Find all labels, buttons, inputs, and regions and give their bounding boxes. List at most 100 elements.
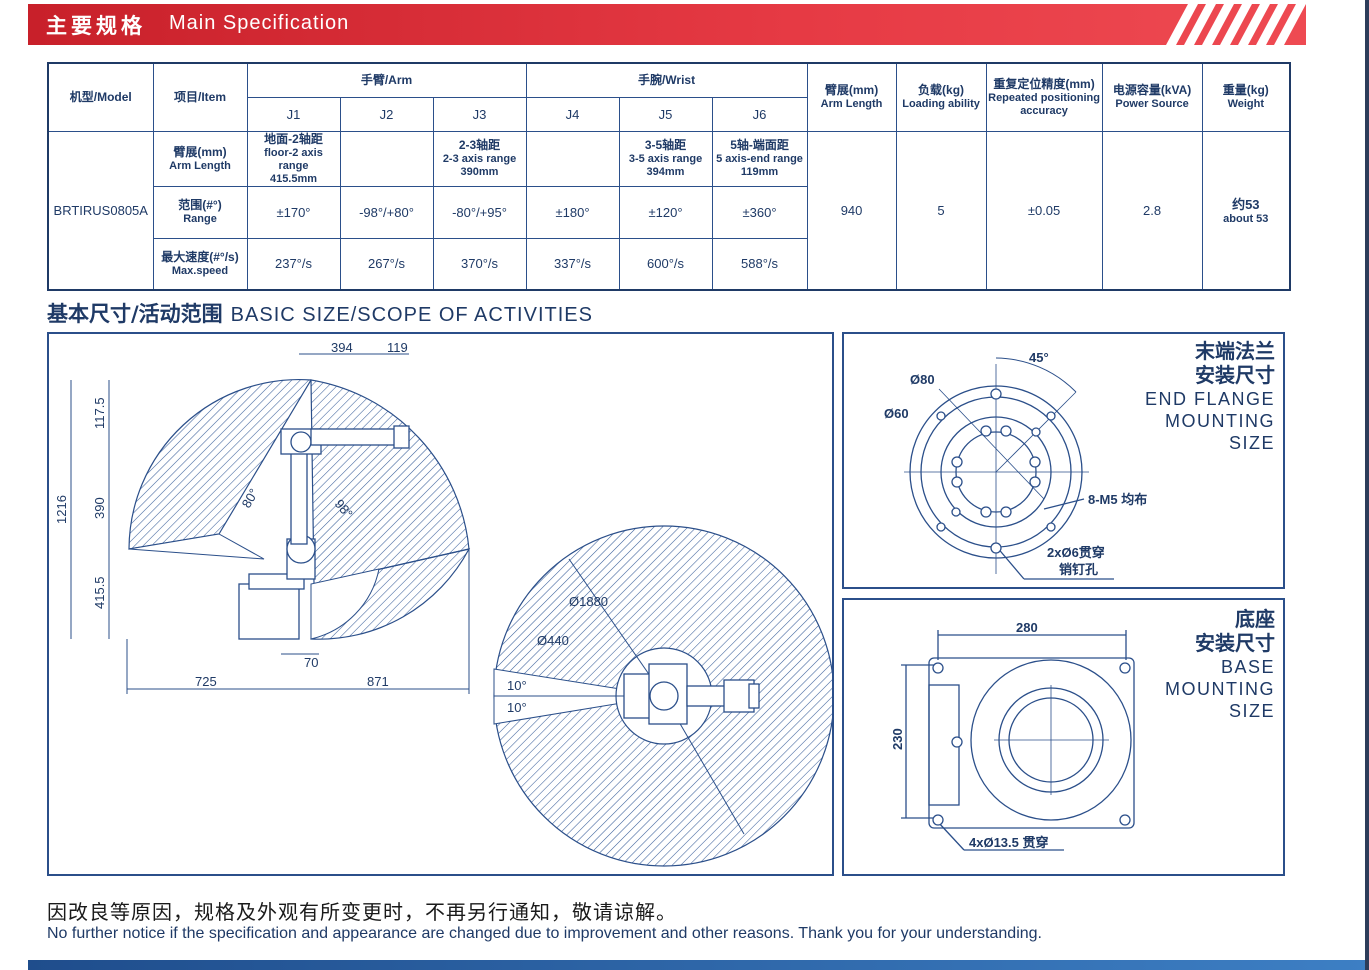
dim-394: 394 (331, 340, 353, 355)
arm-j3-en: 2-3 axis range (442, 153, 517, 165)
col-repeat-en2: accuracy (1020, 104, 1068, 117)
base-mounting-drawing: 280 230 4xØ13.5 贯穿 (890, 620, 1135, 851)
arm-j5-zh: 3-5轴距 (644, 138, 687, 152)
right-edge-bar (1365, 0, 1369, 970)
spec-table: 机型/Model 项目/Item 手臂/Arm 手腕/Wrist 臂展(mm)A… (47, 62, 1292, 291)
m5-holes-label: 8-M5 均布 (1088, 492, 1147, 507)
base-title-en1: BASE (1220, 657, 1275, 677)
notice-en: No further notice if the specification a… (47, 925, 1042, 942)
bottom-bar (28, 960, 1369, 970)
arm-j1-en: floor-2 axis range (264, 146, 323, 172)
repeat-value: ±0.05 (985, 130, 1103, 291)
end-flange-panel: 45° Ø80 Ø60 8-M5 均布 2xØ6贯穿 销钉孔 末端法兰 安装尺寸… (842, 332, 1285, 589)
flange-title-en2: MOUNTING (1165, 411, 1275, 431)
dim-230: 230 (890, 728, 905, 750)
base-holes-label: 4xØ13.5 贯穿 (969, 835, 1049, 850)
side-view-envelope (128, 378, 471, 640)
col-power-zh: 电源容量(kVA) (1112, 83, 1192, 98)
col-arm-length-zh: 臂展(mm) (824, 83, 879, 98)
joint-j2: J2 (339, 96, 434, 132)
speed-j3: 370°/s (432, 237, 527, 291)
pin-holes-label-2: 销钉孔 (1059, 562, 1098, 577)
scope-drawing: 394 119 117.5 1216 390 415.5 725 871 70 … (54, 340, 832, 867)
flange-title-zh1: 末端法兰 (1195, 341, 1275, 363)
row-range-label: 范围(#°)Range (152, 185, 248, 239)
arm-j3-v: 390mm (460, 166, 499, 178)
col-arm-length: 臂展(mm)Arm Length (806, 62, 897, 132)
dim-280: 280 (1016, 620, 1038, 635)
dim-1216: 1216 (54, 495, 69, 524)
col-loading: 负载(kg)Loading ability (895, 62, 987, 132)
range-j2: -98°/+80° (339, 185, 434, 239)
row-speed-zh: 最大速度(#°/s) (161, 249, 239, 264)
base-title: 底座 安装尺寸 BASE MOUNTING SIZE (1165, 608, 1275, 722)
group-wrist: 手腕/Wrist (525, 62, 808, 98)
base-title-en2: MOUNTING (1165, 679, 1275, 699)
row-arm-en: Arm Length (169, 159, 231, 172)
arm-j1-v: 415.5mm (269, 172, 318, 185)
section-title-zh: 基本尺寸/活动范围 (47, 302, 223, 326)
dim-725: 725 (195, 674, 217, 689)
arm-j5-en: 3-5 axis range (628, 153, 703, 165)
base-title-zh2: 安装尺寸 (1195, 633, 1275, 655)
arm-length-value: 940 (806, 130, 897, 291)
arm-j6-en: 5 axis-end range (716, 153, 803, 165)
angle-45: 45° (1029, 350, 1049, 365)
row-arm-label: 臂展(mm)Arm Length (152, 130, 248, 187)
base-outline (901, 630, 1135, 851)
notice-zh: 因改良等原因，规格及外观有所变更时，不再另行通知，敬请谅解。 (47, 900, 677, 924)
col-model: 机型/Model (47, 62, 154, 132)
arm-j6-zh: 5轴-端面距 (730, 138, 789, 152)
dim-dia-60: Ø60 (884, 406, 909, 421)
col-power: 电源容量(kVA)Power Source (1101, 62, 1203, 132)
dim-70: 70 (304, 655, 318, 670)
col-repeat-zh: 重复定位精度(mm) (993, 76, 1095, 91)
speed-j5: 600°/s (618, 237, 713, 291)
dim-119: 119 (387, 340, 408, 355)
range-j4: ±180° (525, 185, 620, 239)
pin-holes-label-1: 2xØ6贯穿 (1047, 545, 1105, 560)
loading-value: 5 (895, 130, 987, 291)
base-holes (932, 662, 1131, 826)
arm-j2 (339, 130, 434, 187)
weight-value-en: about 53 (1223, 213, 1269, 226)
base-title-en3: SIZE (1228, 701, 1275, 721)
dim-390: 390 (92, 497, 107, 519)
dim-dia-440: Ø440 (537, 633, 569, 648)
arm-j4 (525, 130, 620, 187)
power-value: 2.8 (1101, 130, 1203, 291)
range-j5: ±120° (618, 185, 713, 239)
dim-dia-1880: Ø1880 (569, 594, 608, 609)
dim-dia-80: Ø80 (910, 372, 935, 387)
flange-title: 末端法兰 安装尺寸 END FLANGE MOUNTING SIZE (1145, 340, 1275, 454)
speed-j6: 588°/s (711, 237, 808, 291)
row-range-zh: 范围(#°) (178, 198, 222, 212)
row-arm-zh: 臂展(mm) (173, 144, 227, 159)
speed-j2: 267°/s (339, 237, 434, 291)
group-arm: 手臂/Arm (246, 62, 527, 98)
model-name: BRTIRUS0805A (47, 130, 154, 291)
angle-10-top: 10° (507, 678, 527, 693)
range-j1: ±170° (246, 185, 341, 239)
flange-title-en3: SIZE (1228, 433, 1275, 453)
row-speed-en: Max.speed (171, 264, 229, 277)
joint-j4: J4 (525, 96, 620, 132)
joint-j3: J3 (432, 96, 527, 132)
col-loading-zh: 负载(kg) (918, 83, 965, 98)
col-weight-zh: 重量(kg) (1222, 83, 1269, 98)
arm-j6-v: 119mm (740, 166, 779, 178)
col-weight: 重量(kg)Weight (1201, 62, 1291, 132)
base-title-zh1: 底座 (1235, 609, 1275, 631)
arm-j3-zh: 2-3轴距 (458, 138, 501, 152)
section-title-en: BASIC SIZE/SCOPE OF ACTIVITIES (230, 304, 593, 326)
joint-j6: J6 (711, 96, 808, 132)
end-flange-drawing: 45° Ø80 Ø60 8-M5 均布 2xØ6贯穿 销钉孔 (884, 350, 1147, 580)
robot-side-view (238, 425, 410, 640)
joint-j1: J1 (246, 96, 341, 132)
header-title-en: Main Specification (169, 12, 350, 34)
